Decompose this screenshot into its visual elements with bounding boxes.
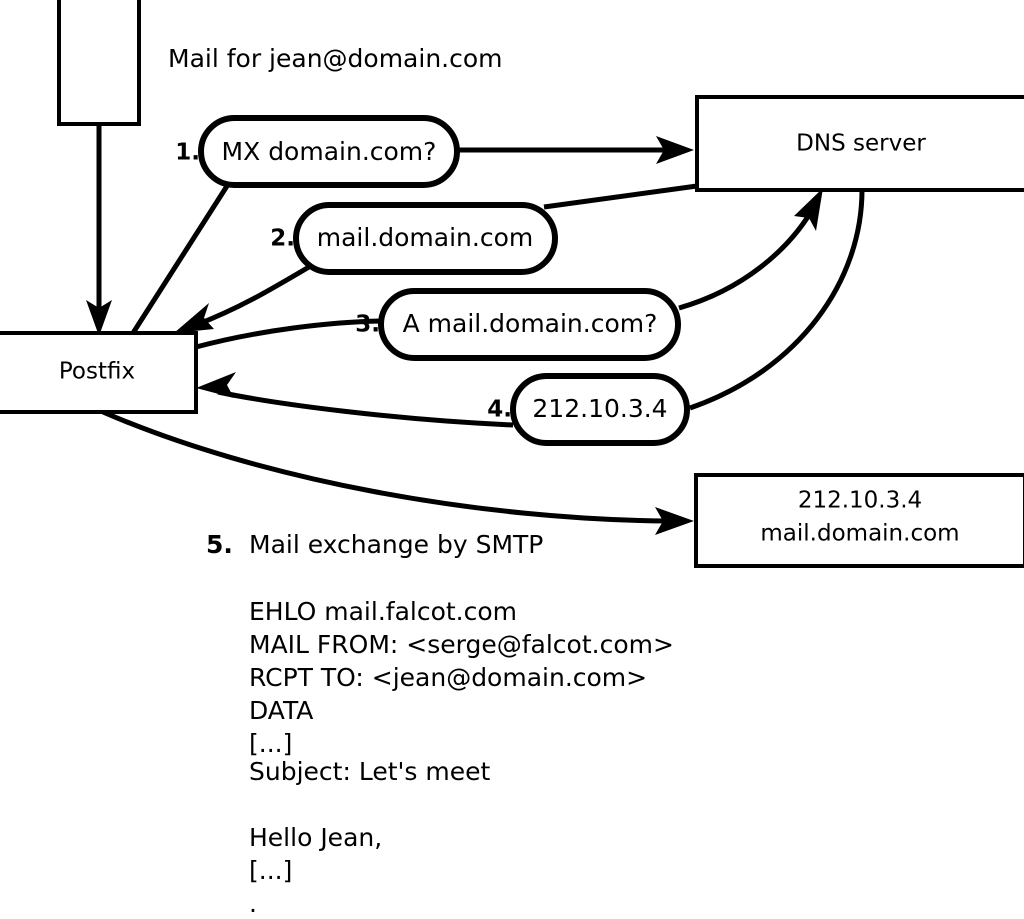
connector-step2-from-dns xyxy=(543,183,698,210)
node-remote-mx-hostname: mail.domain.com xyxy=(760,521,959,547)
transcript-line: [...] xyxy=(249,729,292,758)
step-bubble-3: A mail.domain.com? xyxy=(378,288,681,361)
caption-label: Mail exchange by SMTP xyxy=(249,530,543,559)
node-dns-server: DNS server xyxy=(695,95,1024,192)
node-remote-mx-ip: 212.10.3.4 xyxy=(798,488,922,514)
connector-postfix-to-step3 xyxy=(195,318,382,350)
step-bubble-1: MX domain.com? xyxy=(198,115,460,188)
transcript-line: RCPT TO: <jean@domain.com> xyxy=(249,663,647,692)
step-bubble-2: mail.domain.com xyxy=(293,202,558,275)
node-remote-mx: 212.10.3.4 mail.domain.com xyxy=(694,473,1024,568)
step-bubble-2-label: mail.domain.com xyxy=(317,223,533,252)
connector-step4-to-postfix xyxy=(196,372,514,428)
step-number-2: 2. xyxy=(270,226,295,252)
connector-dns-to-step4 xyxy=(689,189,865,411)
transcript-line: . xyxy=(249,889,257,918)
transcript-line: [...] xyxy=(249,856,292,885)
caption-number: 5. xyxy=(206,530,233,559)
transcript-line: DATA xyxy=(249,696,313,725)
step-bubble-4-label: 212.10.3.4 xyxy=(532,394,667,423)
transcript-line: EHLO mail.falcot.com xyxy=(249,597,517,626)
step-bubble-4: 212.10.3.4 xyxy=(510,373,690,446)
connector-step2-to-postfix xyxy=(174,261,316,333)
step-number-1: 1. xyxy=(175,140,200,166)
diagram-title: Mail for jean@domain.com xyxy=(168,44,503,73)
transcript-line: MAIL FROM: <serge@falcot.com> xyxy=(249,630,674,659)
node-postfix: Postfix xyxy=(0,331,198,414)
step-number-4: 4. xyxy=(487,397,512,423)
connector-client-to-postfix xyxy=(86,124,112,336)
step-bubble-1-label: MX domain.com? xyxy=(222,137,437,166)
smtp-transcript: EHLO mail.falcot.com MAIL FROM: <serge@f… xyxy=(249,597,674,918)
connector-step1-tail xyxy=(130,184,230,335)
transcript-line: Subject: Let's meet xyxy=(249,757,490,786)
connector-step1-to-dns xyxy=(458,136,694,164)
transcript-line: Hello Jean, xyxy=(249,823,382,852)
connector-step3-to-dns xyxy=(678,188,823,311)
node-dns-server-label: DNS server xyxy=(796,131,926,157)
node-sender-client xyxy=(57,0,141,126)
step-bubble-3-label: A mail.domain.com? xyxy=(403,309,658,338)
connector-postfix-to-remote-mx xyxy=(102,409,694,535)
step-number-3: 3. xyxy=(355,312,380,338)
node-postfix-label: Postfix xyxy=(59,359,135,385)
